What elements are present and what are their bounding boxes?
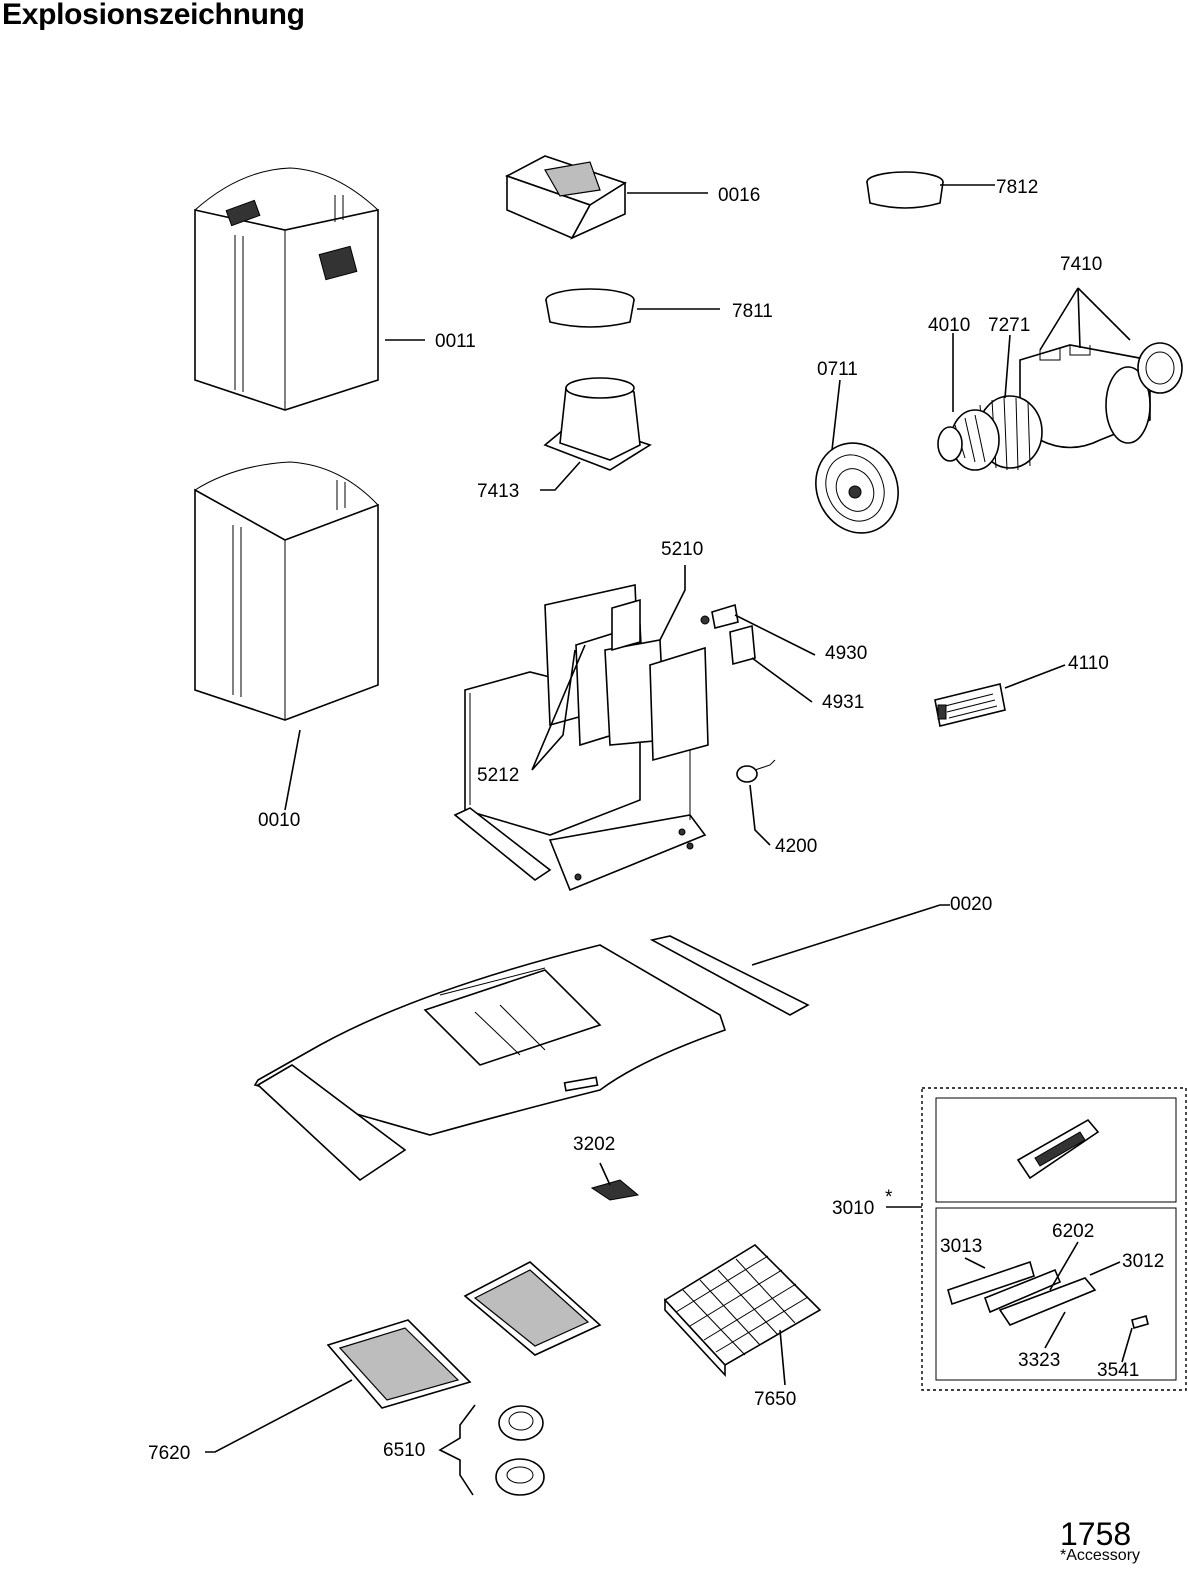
- label-7620: 7620: [148, 1443, 190, 1464]
- label-7271: 7271: [988, 315, 1030, 336]
- label-3010: 3010: [832, 1198, 874, 1219]
- label-3541: 3541: [1097, 1360, 1139, 1381]
- drawing-number: 1758: [1060, 1516, 1132, 1552]
- label-0011: 0011: [435, 331, 476, 352]
- hood-canopy-0020: [253, 935, 810, 1182]
- knobs-6510: [495, 1405, 545, 1496]
- chimney-upper-0011: [194, 167, 379, 411]
- label-3323: 3323: [1018, 1350, 1060, 1371]
- switch-parts-4930-4931: [700, 603, 756, 666]
- page-title: Explosionszeichnung: [2, 0, 305, 31]
- grease-filter-7620: [326, 1261, 602, 1409]
- label-3202: 3202: [573, 1134, 615, 1155]
- label-0010: 0010: [258, 810, 300, 831]
- label-4010: 4010: [928, 315, 970, 336]
- label-6510: 6510: [383, 1440, 425, 1461]
- label-5212: 5212: [477, 765, 519, 786]
- blower-assembly-7410: [937, 342, 1183, 471]
- ring-7811: [545, 288, 635, 328]
- label-7410: 7410: [1060, 254, 1102, 275]
- label-4200: 4200: [775, 836, 817, 857]
- carbon-filter-7650: [663, 1243, 822, 1378]
- label-0016: 0016: [718, 185, 760, 206]
- duct-box-0016: [504, 155, 627, 240]
- leader-lines: [205, 184, 1133, 1496]
- control-boards-5210-5212: [575, 598, 709, 762]
- label-4930: 4930: [825, 643, 867, 664]
- label-3010-asterisk: *: [885, 1187, 893, 1208]
- accessory-box-3010: [921, 1087, 1187, 1391]
- accessory-footnote: *Accessory: [1060, 1547, 1141, 1564]
- chimney-lower-0010: [194, 461, 379, 721]
- label-7811: 7811: [732, 301, 773, 322]
- label-5210: 5210: [661, 539, 703, 560]
- label-7812: 7812: [996, 177, 1038, 198]
- label-4110: 4110: [1068, 653, 1109, 674]
- label-6202: 6202: [1052, 1221, 1094, 1242]
- light-unit-4110: [934, 683, 1006, 727]
- label-0711: 0711: [817, 359, 858, 380]
- label-7650: 7650: [754, 1389, 796, 1410]
- adapter-7413: [543, 377, 652, 471]
- label-0020: 0020: [950, 894, 992, 915]
- ring-7812: [866, 171, 944, 209]
- fan-disc-0711: [815, 442, 899, 534]
- label-3013: 3013: [940, 1236, 982, 1257]
- capacitor-4200: [736, 759, 776, 783]
- clip-3202: [590, 1179, 640, 1201]
- label-4931: 4931: [822, 692, 864, 713]
- label-7413: 7413: [477, 481, 519, 502]
- label-3012: 3012: [1122, 1251, 1164, 1272]
